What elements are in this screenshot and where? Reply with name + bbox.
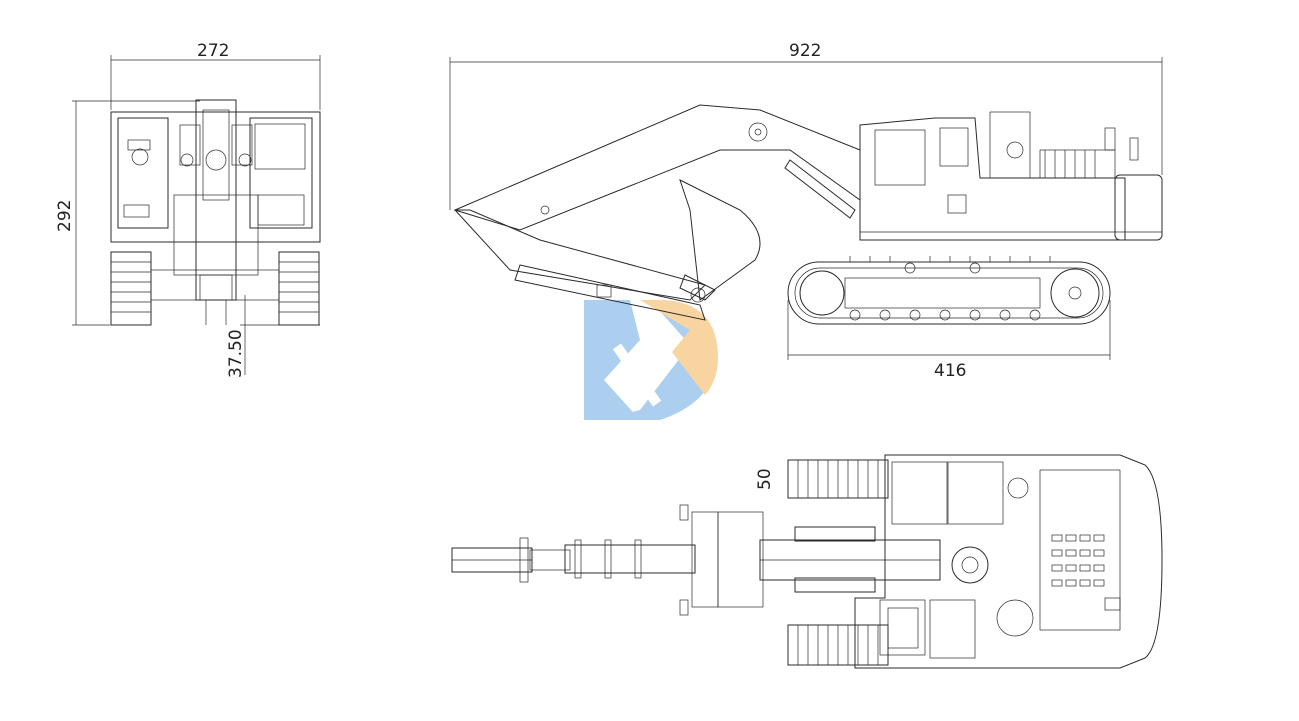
front-view: 272 292 37.50 [55, 41, 321, 378]
dim-ground-clearance: 37.50 [226, 329, 246, 378]
logo-yellow-shape [640, 300, 718, 395]
logo-white-gap [612, 343, 662, 407]
logo-blue-d [600, 300, 716, 420]
dim-track-length: 416 [934, 361, 966, 381]
top-view: 50 [451, 454, 1163, 669]
side-view: 922 416 [449, 41, 1163, 381]
dim-track-width: 50 [755, 468, 775, 490]
dim-side-length: 922 [789, 41, 821, 61]
watermark-logo [584, 300, 718, 420]
logo-blue-shape [584, 300, 640, 420]
dim-front-height: 292 [55, 200, 75, 232]
dim-front-width: 272 [197, 41, 229, 61]
